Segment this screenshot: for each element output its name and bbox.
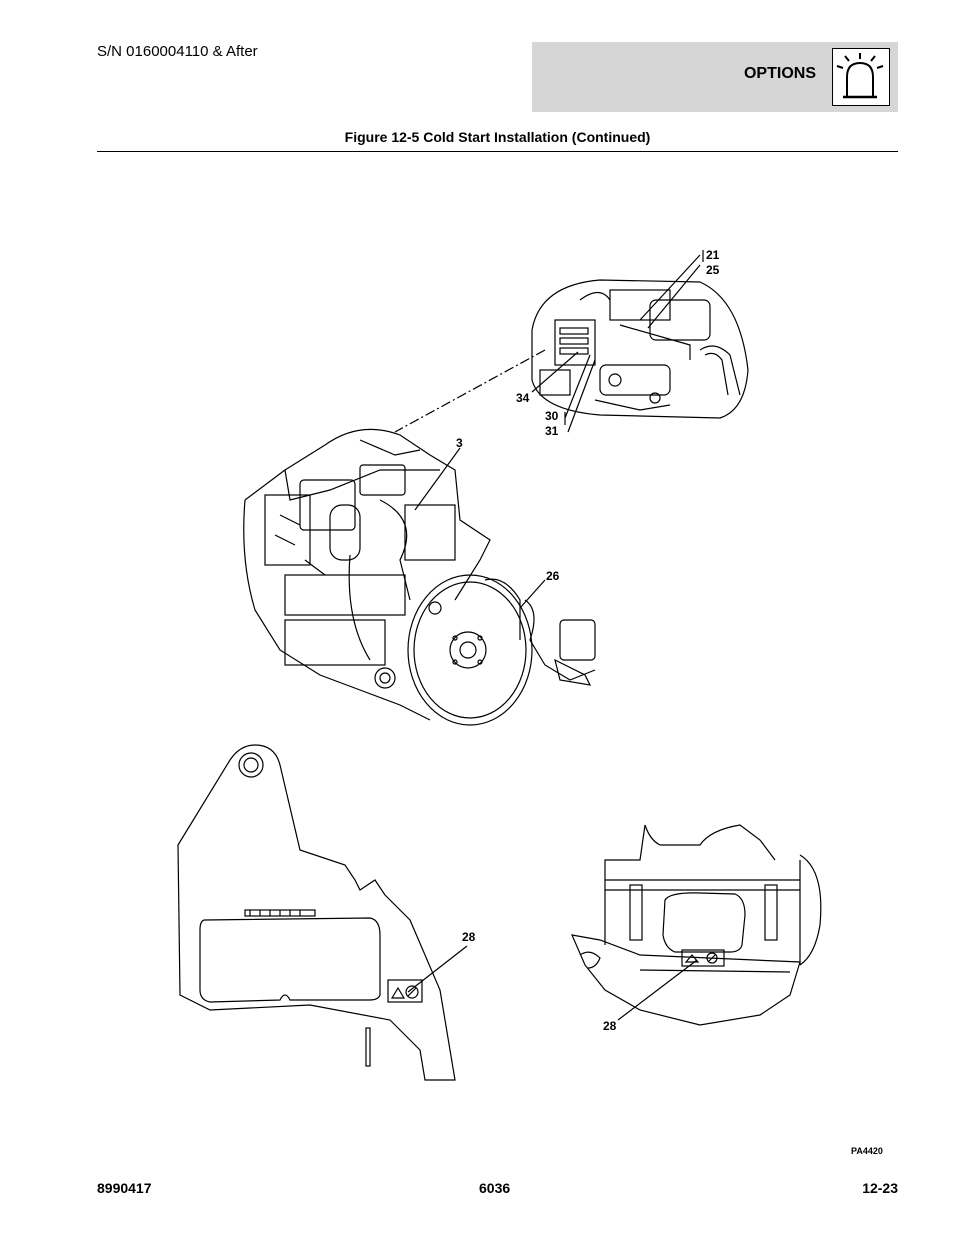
section-label: OPTIONS — [743, 65, 816, 82]
beacon-light-icon — [832, 48, 890, 106]
doc-number: 8990417 — [97, 1180, 152, 1196]
engine-assembly — [243, 428, 596, 726]
art-code: PA4420 — [851, 1146, 883, 1156]
callout-30: 30 — [545, 409, 559, 423]
right-panel-view — [571, 824, 822, 1026]
page-number: 12-23 — [862, 1180, 898, 1196]
model-number: 6036 — [479, 1180, 511, 1196]
serial-number: S/N 0160004110 & After — [97, 43, 258, 60]
figure-title: Figure 12-5 Cold Start Installation (Con… — [344, 129, 651, 145]
callout-3: 3 — [456, 436, 463, 450]
callout-34: 34 — [516, 391, 530, 405]
callout-26: 26 — [546, 569, 560, 583]
callout-28-right: 28 — [603, 1019, 617, 1033]
callout-28-left: 28 — [462, 930, 476, 944]
callout-25: 25 — [706, 263, 720, 277]
left-panel-view — [177, 744, 456, 1081]
header-rule — [97, 151, 898, 152]
section-tab: OPTIONS — [532, 42, 898, 112]
inset-detail-view — [531, 279, 749, 419]
callout-31: 31 — [545, 424, 559, 438]
callout-21: 21 — [706, 248, 720, 262]
